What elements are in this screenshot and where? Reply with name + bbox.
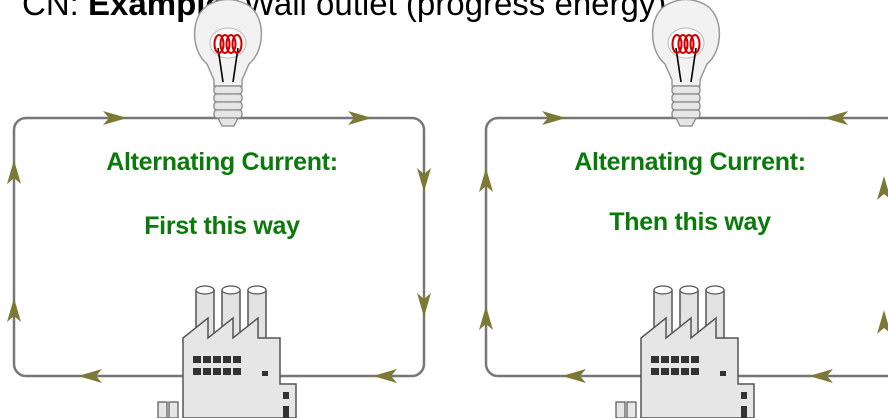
- bulb-base: [671, 85, 701, 127]
- light-bulb-icon: [193, 0, 263, 127]
- panel-subtitle: Then this way: [609, 208, 771, 236]
- current-arrow: [7, 160, 21, 184]
- current-arrow: [877, 176, 888, 200]
- current-arrow: [103, 111, 127, 125]
- current-arrow: [542, 111, 566, 125]
- panel-title: Alternating Current:: [574, 148, 806, 176]
- current-arrow: [479, 306, 493, 330]
- light-bulb-icon: [651, 0, 721, 127]
- current-arrow: [877, 310, 888, 334]
- current-arrow: [417, 293, 431, 317]
- current-arrow: [7, 298, 21, 322]
- panel-subtitle: First this way: [144, 212, 300, 240]
- power-plant-icon: [157, 285, 297, 418]
- panel-title: Alternating Current:: [106, 148, 338, 176]
- current-arrow: [809, 369, 833, 383]
- circuit-diagram-then: [479, 0, 888, 418]
- current-arrow: [373, 369, 397, 383]
- current-arrow: [78, 369, 102, 383]
- circuit-panel-first: Alternating Current: First this way: [7, 0, 431, 418]
- current-arrow: [562, 369, 586, 383]
- heading-lead: CN:: [22, 0, 79, 22]
- current-arrow: [479, 168, 493, 192]
- current-arrow: [417, 168, 431, 192]
- circuit-diagram-first: [7, 0, 431, 418]
- power-plant-icon: [615, 285, 755, 418]
- circuit-panel-then: Alternating Current: Then this way: [444, 0, 888, 418]
- heading-rest: Wall outlet (progress energy): [234, 0, 667, 22]
- bulb-base: [213, 85, 243, 127]
- current-arrow: [824, 111, 848, 125]
- current-arrow: [348, 111, 372, 125]
